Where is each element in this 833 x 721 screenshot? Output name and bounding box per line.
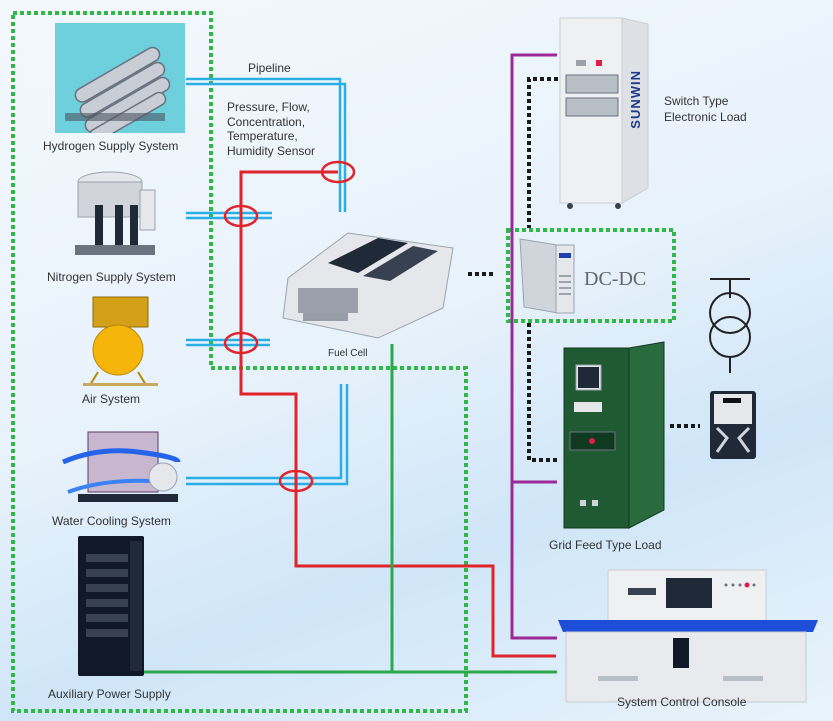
sensor-line: Humidity Sensor <box>227 143 316 158</box>
sensor-signal-line <box>239 170 556 658</box>
nitrogen-supply-image <box>70 160 160 265</box>
switch-load-label-line1: Switch Type <box>664 94 729 108</box>
dcdc-label: DC-DC <box>584 268 647 290</box>
electric-meter-image <box>709 390 757 460</box>
sensor-ring-water <box>278 469 314 493</box>
switch-load-cabinet: SUNWIN <box>558 10 650 210</box>
sensor-ring-nitrogen <box>223 204 259 228</box>
sensor-description: Pressure, Flow, Concentration, Temperatu… <box>227 100 315 158</box>
aux-power-label: Auxiliary Power Supply <box>48 687 171 701</box>
switch-load-label: Switch Type Electronic Load <box>664 93 747 125</box>
group-border-dcdc <box>506 228 676 323</box>
sensor-line: Pressure, Flow, <box>227 100 310 114</box>
brand-logo: SUNWIN <box>628 70 643 129</box>
hydrogen-supply-label: Hydrogen Supply System <box>43 139 179 153</box>
grid-load-cabinet <box>562 340 667 532</box>
water-cooling-image <box>58 422 183 512</box>
transformer-icon <box>709 278 751 373</box>
group-border-supply-systems <box>11 11 468 713</box>
nitrogen-supply-label: Nitrogen Supply System <box>47 270 176 284</box>
control-console-image <box>558 568 818 708</box>
sensor-line: Concentration, <box>227 114 306 129</box>
hydrogen-cylinders-icon <box>65 46 171 143</box>
sensor-rings <box>223 160 356 493</box>
fuel-cell-image <box>268 218 458 340</box>
aux-power-image <box>78 536 144 676</box>
air-system-image <box>78 292 163 387</box>
pipeline-nitrogen <box>186 211 272 220</box>
pipeline-label: Pipeline <box>248 61 291 75</box>
pipeline-water-cooling <box>186 384 349 486</box>
air-system-label: Air System <box>82 392 141 406</box>
power-line <box>140 344 557 674</box>
control-console-label: System Control Console <box>617 695 747 709</box>
hydrogen-supply-image <box>55 23 185 143</box>
sensor-ring-air <box>223 331 259 355</box>
sensor-ring-hydrogen <box>320 160 356 184</box>
dcdc-module-image <box>518 235 576 315</box>
fuel-cell-label: Fuel Cell <box>328 348 368 359</box>
switch-load-label-line2: Electronic Load <box>664 110 747 124</box>
sensor-line: Temperature, <box>227 129 298 143</box>
load-bus-line <box>510 53 557 640</box>
comm-lines <box>468 77 700 462</box>
water-cooling-label: Water Cooling System <box>52 514 171 528</box>
pipeline-hydrogen <box>186 77 347 212</box>
grid-load-label: Grid Feed Type Load <box>549 538 662 552</box>
